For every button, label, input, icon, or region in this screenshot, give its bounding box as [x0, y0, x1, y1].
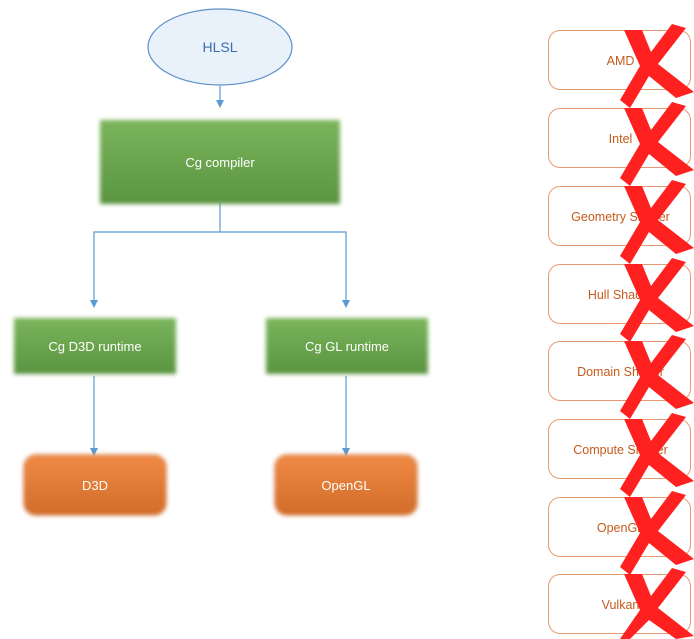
- hlsl-node-shape: [147, 8, 293, 86]
- d3d-shape: [23, 454, 167, 516]
- d3d-label: D3D: [81, 477, 108, 493]
- opengl-shape: [274, 454, 418, 516]
- unsupported-item-vulkan: Vulkan: [548, 574, 691, 634]
- unsupported-item-domain-shader: Domain Shader: [548, 341, 691, 401]
- unsupported-item-amd: AMD: [548, 30, 691, 90]
- unsupported-label: Intel: [608, 132, 633, 146]
- unsupported-label: OpenGL: [596, 521, 645, 535]
- unsupported-label: Hull Shader: [587, 288, 654, 302]
- connector-compiler-split: [90, 203, 221, 308]
- unsupported-item-intel: Intel: [548, 108, 691, 168]
- unsupported-item-compute-shader: Compute Shader: [548, 419, 691, 479]
- unsupported-label: Vulkan: [601, 598, 640, 612]
- cg-compiler-label: Cg compiler: [185, 154, 255, 170]
- unsupported-label: AMD: [606, 54, 635, 68]
- unsupported-item-geometry-shader: Geometry Shader: [548, 186, 691, 246]
- unsupported-label: Domain Shader: [577, 365, 664, 379]
- hlsl-label: HLSL: [202, 39, 238, 55]
- opengl-label: OpenGL: [321, 477, 371, 493]
- cg-gl-runtime-shape: [266, 318, 428, 374]
- unsupported-label: Geometry Shader: [571, 210, 670, 224]
- unsupported-item-hull-shader: Hull Shader: [548, 264, 691, 324]
- unsupported-label: Compute Shader: [573, 443, 668, 457]
- unsupported-item-opengl: OpenGL: [548, 497, 691, 557]
- cg-d3d-runtime-shape: [14, 318, 176, 374]
- cg-compiler-shape: [100, 120, 340, 204]
- connector-compiler-to-gl: [220, 231, 350, 308]
- connectors: [90, 86, 350, 456]
- cg-gl-runtime-label: Cg GL runtime: [304, 338, 390, 354]
- cg-d3d-runtime-label: Cg D3D runtime: [48, 338, 142, 354]
